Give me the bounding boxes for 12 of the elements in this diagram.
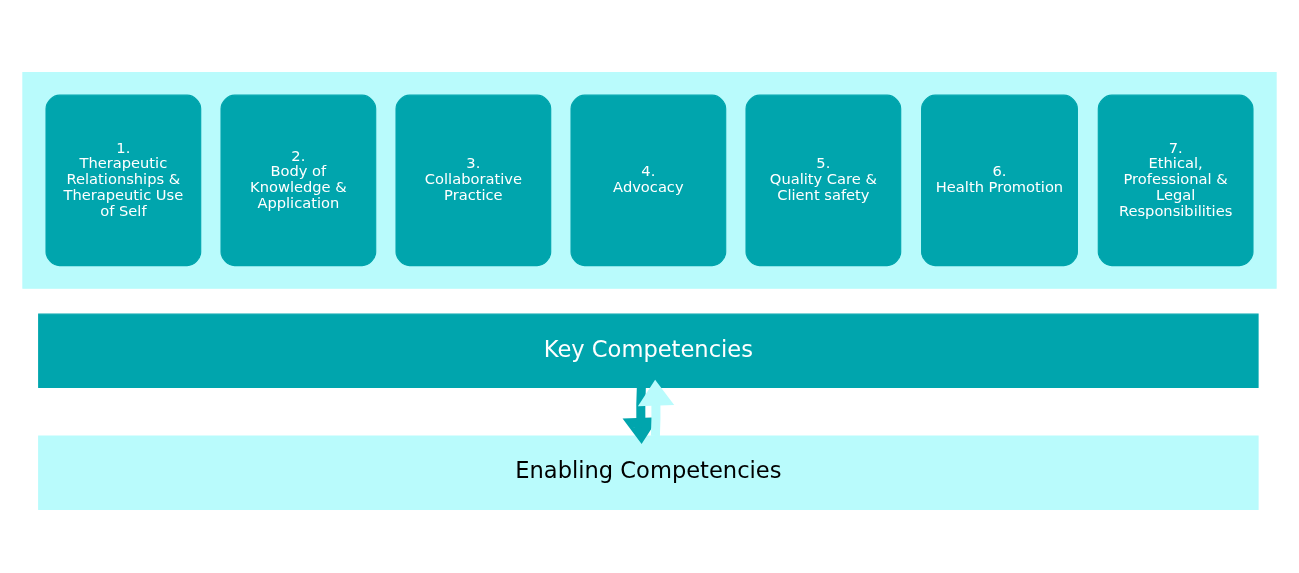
node-box: 1. Therapeutic Relationships & Therapeutic Use of Self bbox=[45, 94, 202, 267]
node-box: 5. Quality Care & Client safety bbox=[745, 94, 902, 267]
node-box: Key Competencies bbox=[38, 313, 1259, 389]
node-box: 3. Collaborative Practice bbox=[395, 94, 552, 267]
cluster bbox=[22, 72, 1277, 289]
node-box: Enabling Competencies bbox=[38, 435, 1259, 511]
node-box: 2. Body of Knowledge & Application bbox=[220, 94, 377, 267]
node-box: 7. Ethical, Professional & Legal Responsibilities bbox=[1097, 94, 1254, 267]
node-box: 6. Health Promotion bbox=[921, 94, 1078, 267]
arrow bbox=[637, 379, 675, 437]
arrow bbox=[622, 387, 659, 444]
node-box: 4. Advocacy bbox=[570, 94, 727, 267]
